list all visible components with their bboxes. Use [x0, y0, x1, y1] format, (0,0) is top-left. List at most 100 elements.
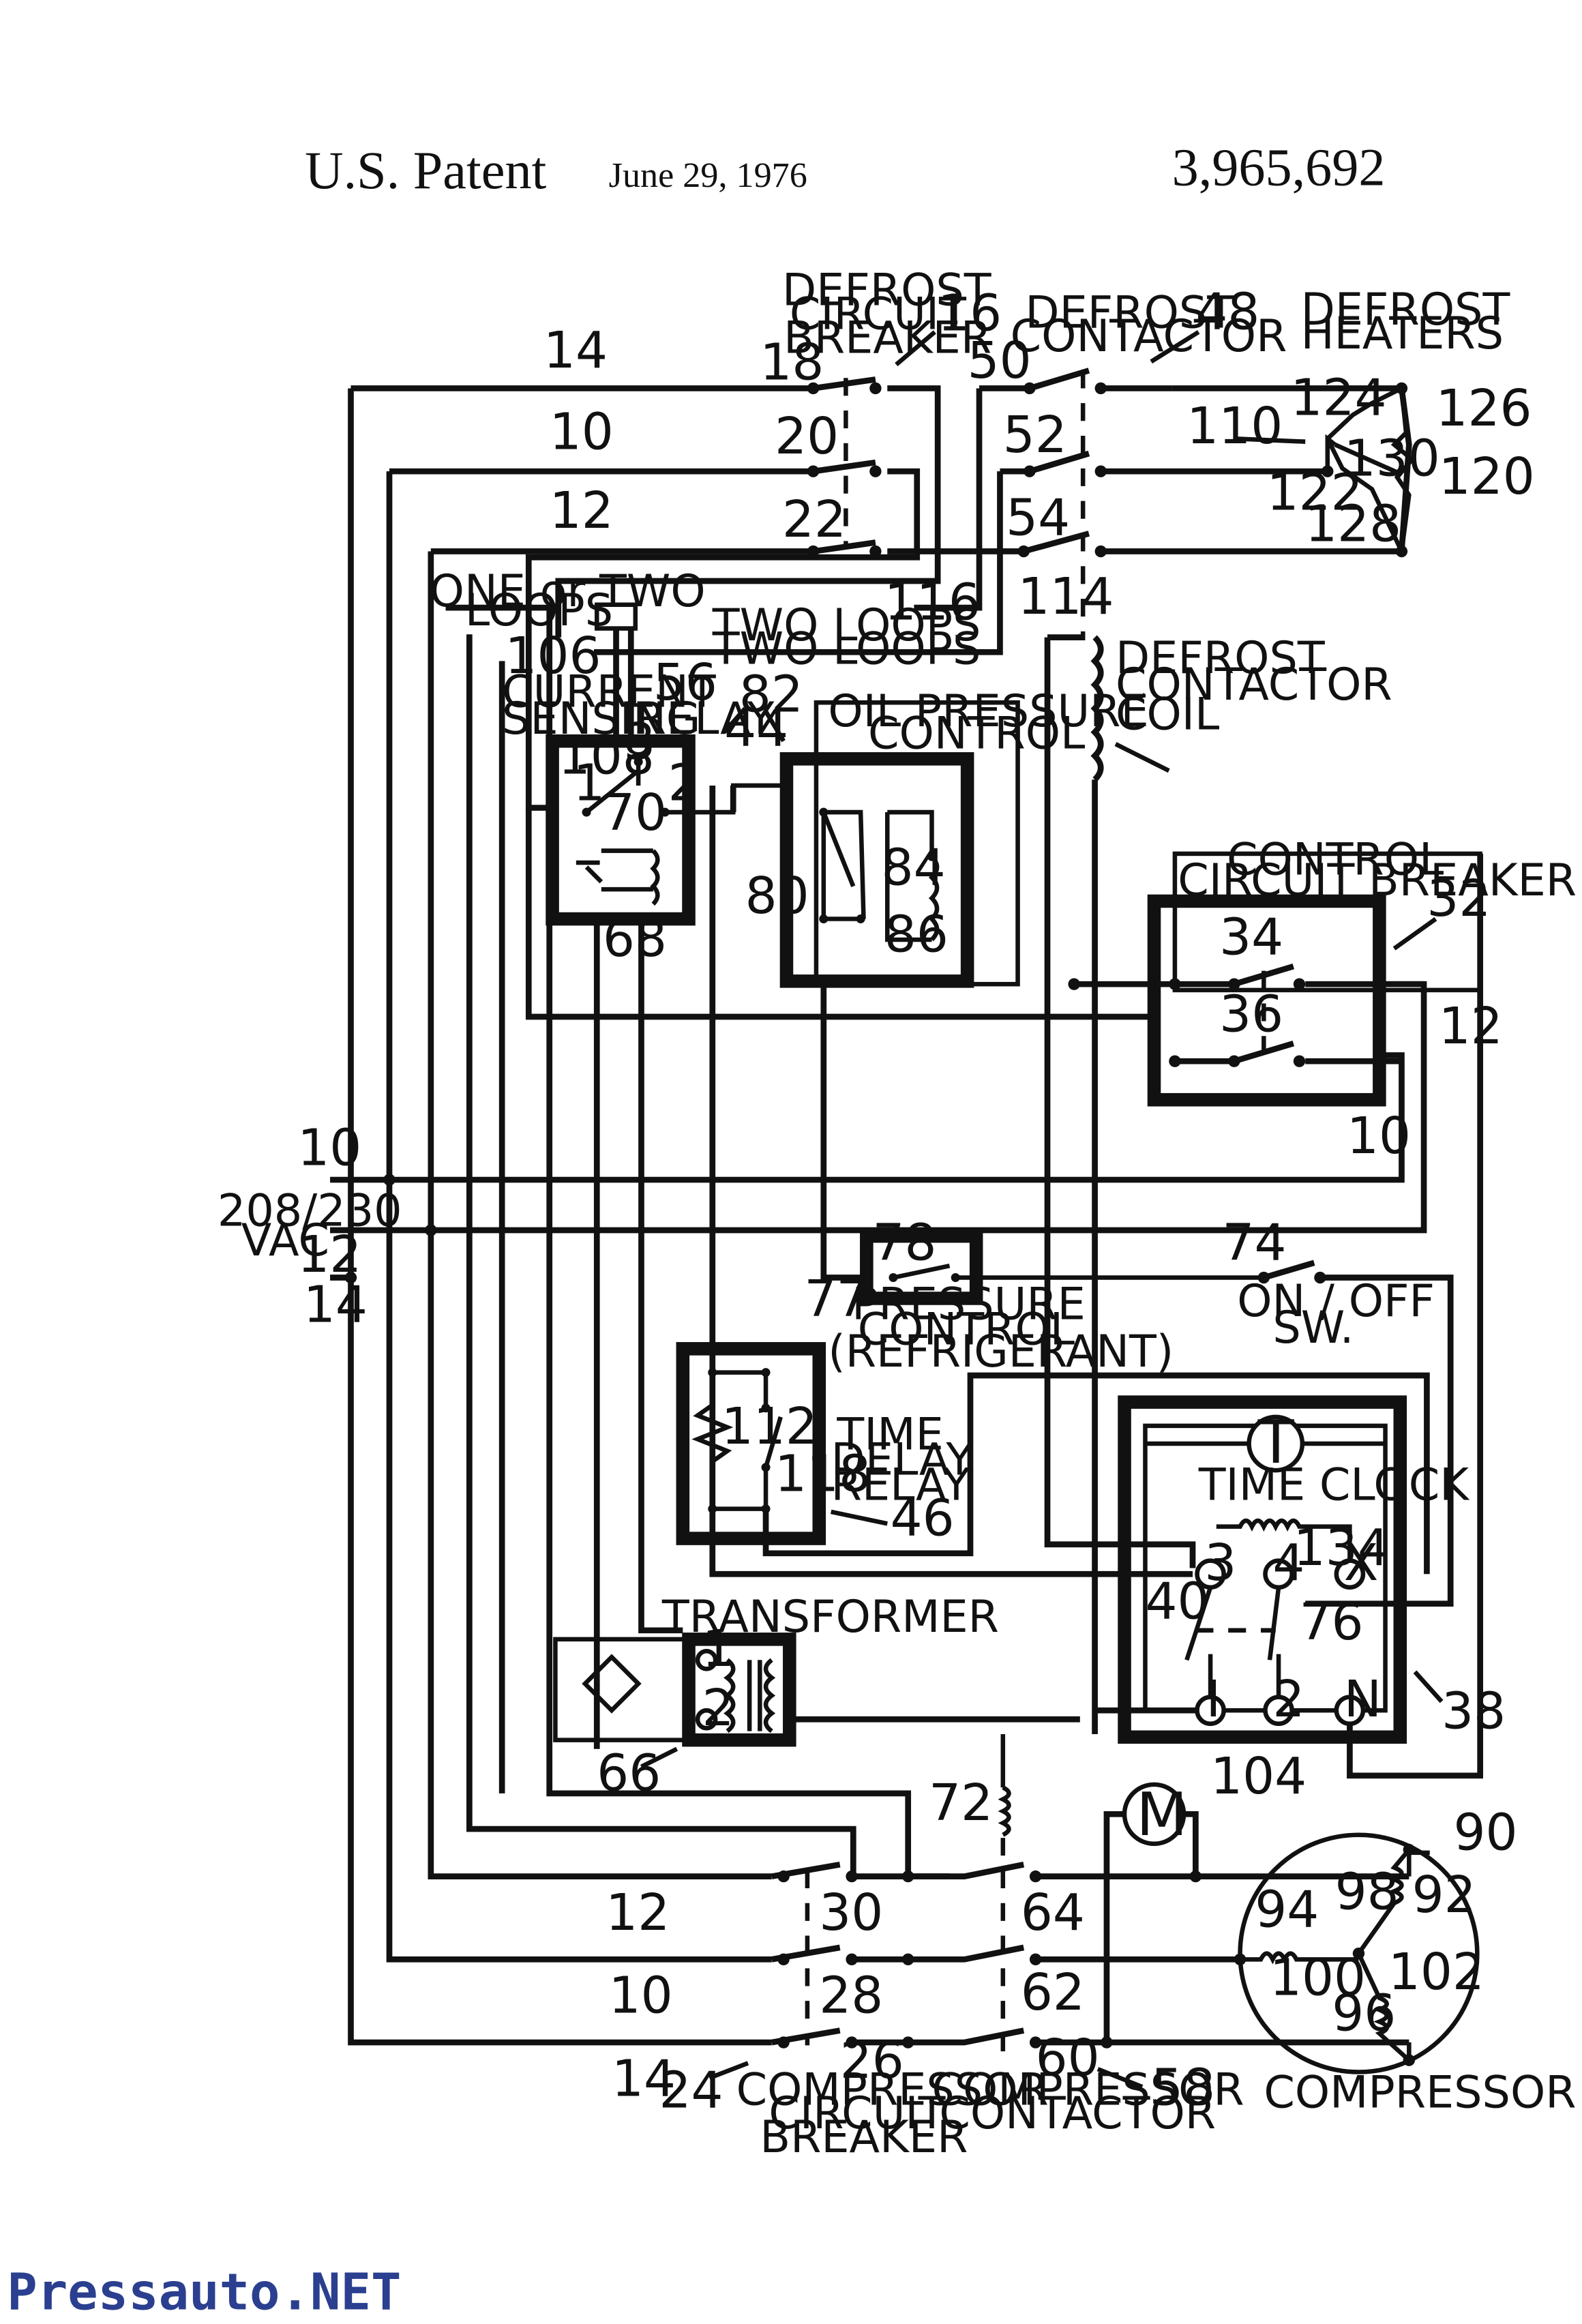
label-pc-1: PRESSURE	[852, 1278, 1086, 1330]
ref-22: 22	[782, 490, 846, 549]
label-coil-1: DEFROST	[1116, 632, 1326, 684]
ref-66: 66	[597, 1744, 661, 1803]
ref-70: 70	[603, 784, 667, 842]
ref-tr2: 2	[702, 1679, 734, 1738]
ref-16: 16	[938, 284, 1002, 343]
ref-112: 112	[721, 1397, 818, 1456]
label-defrost-contactor-2: CONTACTOR	[1011, 310, 1287, 362]
ref-10b: 10	[1347, 1107, 1411, 1165]
ref-77: 77	[805, 1270, 869, 1328]
on-off-switch	[1257, 1260, 1454, 1607]
compressor	[1234, 1832, 1480, 2074]
component-labels: DEFROST CIRCUIT BREAKER DEFROST CONTACTO…	[218, 265, 1577, 2163]
label-sw-1: ON / OFF	[1237, 1275, 1435, 1327]
ref-68: 68	[603, 910, 667, 968]
ref-48: 48	[1195, 283, 1259, 342]
label-compressor: COMPRESSOR	[1264, 2067, 1576, 2119]
ref-20: 20	[775, 407, 839, 466]
label-pc-3: (REFRIGERANT)	[828, 1326, 1174, 1377]
label-comp-cb-1: COMPRESSOR	[736, 2064, 1049, 2115]
label-csr-1: CURRENT	[502, 666, 717, 718]
label-tdr-3: RELAY	[831, 1459, 970, 1511]
ref-tr1: 1	[702, 1620, 734, 1678]
label-pc-2: CONTROL	[858, 1303, 1075, 1355]
watermark: Pressauto.NET	[7, 2263, 401, 2321]
ref-128: 128	[1305, 494, 1401, 553]
reference-numbers: 16 48 14 10 12 18 20 22 50 52 54 124 126…	[297, 283, 1535, 2120]
label-csr-3: RELAY	[636, 693, 775, 745]
ref-cI: I	[1206, 1670, 1221, 1729]
label-tdr-1: TIME	[836, 1409, 943, 1461]
label-two-loops-2: TWO LOOPS	[712, 623, 981, 675]
reference-leaders	[640, 330, 1444, 2089]
ref-18: 18	[760, 333, 824, 391]
time-delay-relay	[676, 1342, 1430, 1575]
ref-114: 114	[1018, 567, 1114, 626]
label-defrost-contactor-1: DEFROST	[1025, 286, 1235, 338]
ref-80: 80	[745, 867, 809, 925]
ref-cX: X	[1344, 1534, 1379, 1592]
ref-c4: 4	[1272, 1534, 1304, 1592]
ref-cN: N	[1344, 1670, 1382, 1729]
label-comp-contactor-2: CONTACTOR	[939, 2087, 1216, 2139]
ref-92: 92	[1412, 1866, 1476, 1924]
compressor-circuit-breaker	[771, 1861, 908, 2049]
motor-symbol: M	[1136, 1780, 1187, 1849]
label-supply-2: VAC	[241, 1215, 329, 1266]
label-comp-contactor-1: COMPRESSOR	[931, 2064, 1244, 2115]
label-tdr-2: DELAY	[831, 1434, 974, 1486]
label-heaters-1: DEFROST	[1301, 284, 1511, 336]
patent-title: U.S. Patent	[305, 140, 546, 200]
defrost-heaters	[1171, 382, 1416, 558]
label-comp-cb-2: CIRCUIT	[768, 2087, 946, 2139]
ref-110: 110	[1186, 397, 1283, 456]
ref-40: 40	[1145, 1572, 1209, 1630]
ref-82: 82	[739, 665, 803, 724]
pressure-control	[860, 1229, 1264, 1305]
ref-100: 100	[1270, 1948, 1366, 2007]
ref-102: 102	[1388, 1943, 1484, 2001]
ref-116: 116	[884, 573, 981, 632]
ref-124: 124	[1290, 369, 1386, 428]
ref-30: 30	[819, 1883, 883, 1942]
ref-32: 32	[1427, 869, 1491, 928]
ref-62: 62	[1021, 1963, 1085, 2022]
label-sw-2: SW.	[1272, 1302, 1354, 1354]
ref-94: 94	[1255, 1881, 1319, 1939]
label-defrost-cb-1: DEFROST	[782, 265, 992, 316]
ref-26: 26	[840, 2031, 904, 2090]
ref-86: 86	[884, 905, 949, 964]
label-transformer: TRANSFORMER	[661, 1591, 999, 1643]
transformer	[553, 1633, 1080, 1747]
ref-98: 98	[1335, 1862, 1399, 1921]
ref-t2: 2	[668, 754, 700, 813]
ref-34: 34	[1219, 908, 1283, 967]
control-circuit-breaker	[1068, 851, 1484, 1779]
current-sensing-relay	[546, 602, 787, 1749]
label-loops-1: ONE or TWO	[430, 565, 706, 617]
ref-122: 122	[1267, 464, 1363, 522]
ref-38: 38	[1442, 1682, 1506, 1740]
label-csr-2: SENSING	[502, 693, 700, 745]
ref-14c: 14	[303, 1276, 368, 1335]
ref-46: 46	[891, 1489, 955, 1548]
ref-t1: 1	[573, 754, 606, 813]
label-heaters-2: HEATERS	[1301, 308, 1504, 359]
ref-14d: 14	[612, 2049, 676, 2108]
ref-84: 84	[882, 839, 946, 897]
ref-10c: 10	[297, 1118, 361, 1177]
label-supply-1: 208/230	[218, 1185, 402, 1236]
ref-10d: 10	[609, 1967, 673, 2025]
main-feeders	[330, 385, 1427, 2046]
ref-56: 56	[653, 653, 717, 712]
label-oil-2: CONTROL	[868, 708, 1085, 760]
ref-c3: 3	[1204, 1534, 1236, 1592]
ref-12c: 12	[297, 1225, 361, 1284]
ref-118: 118	[775, 1445, 871, 1504]
ref-60: 60	[1036, 2029, 1100, 2087]
ref-12b: 12	[1439, 997, 1503, 1056]
ref-106: 106	[505, 627, 601, 685]
ref-78: 78	[873, 1213, 937, 1272]
ref-74: 74	[1222, 1213, 1286, 1272]
